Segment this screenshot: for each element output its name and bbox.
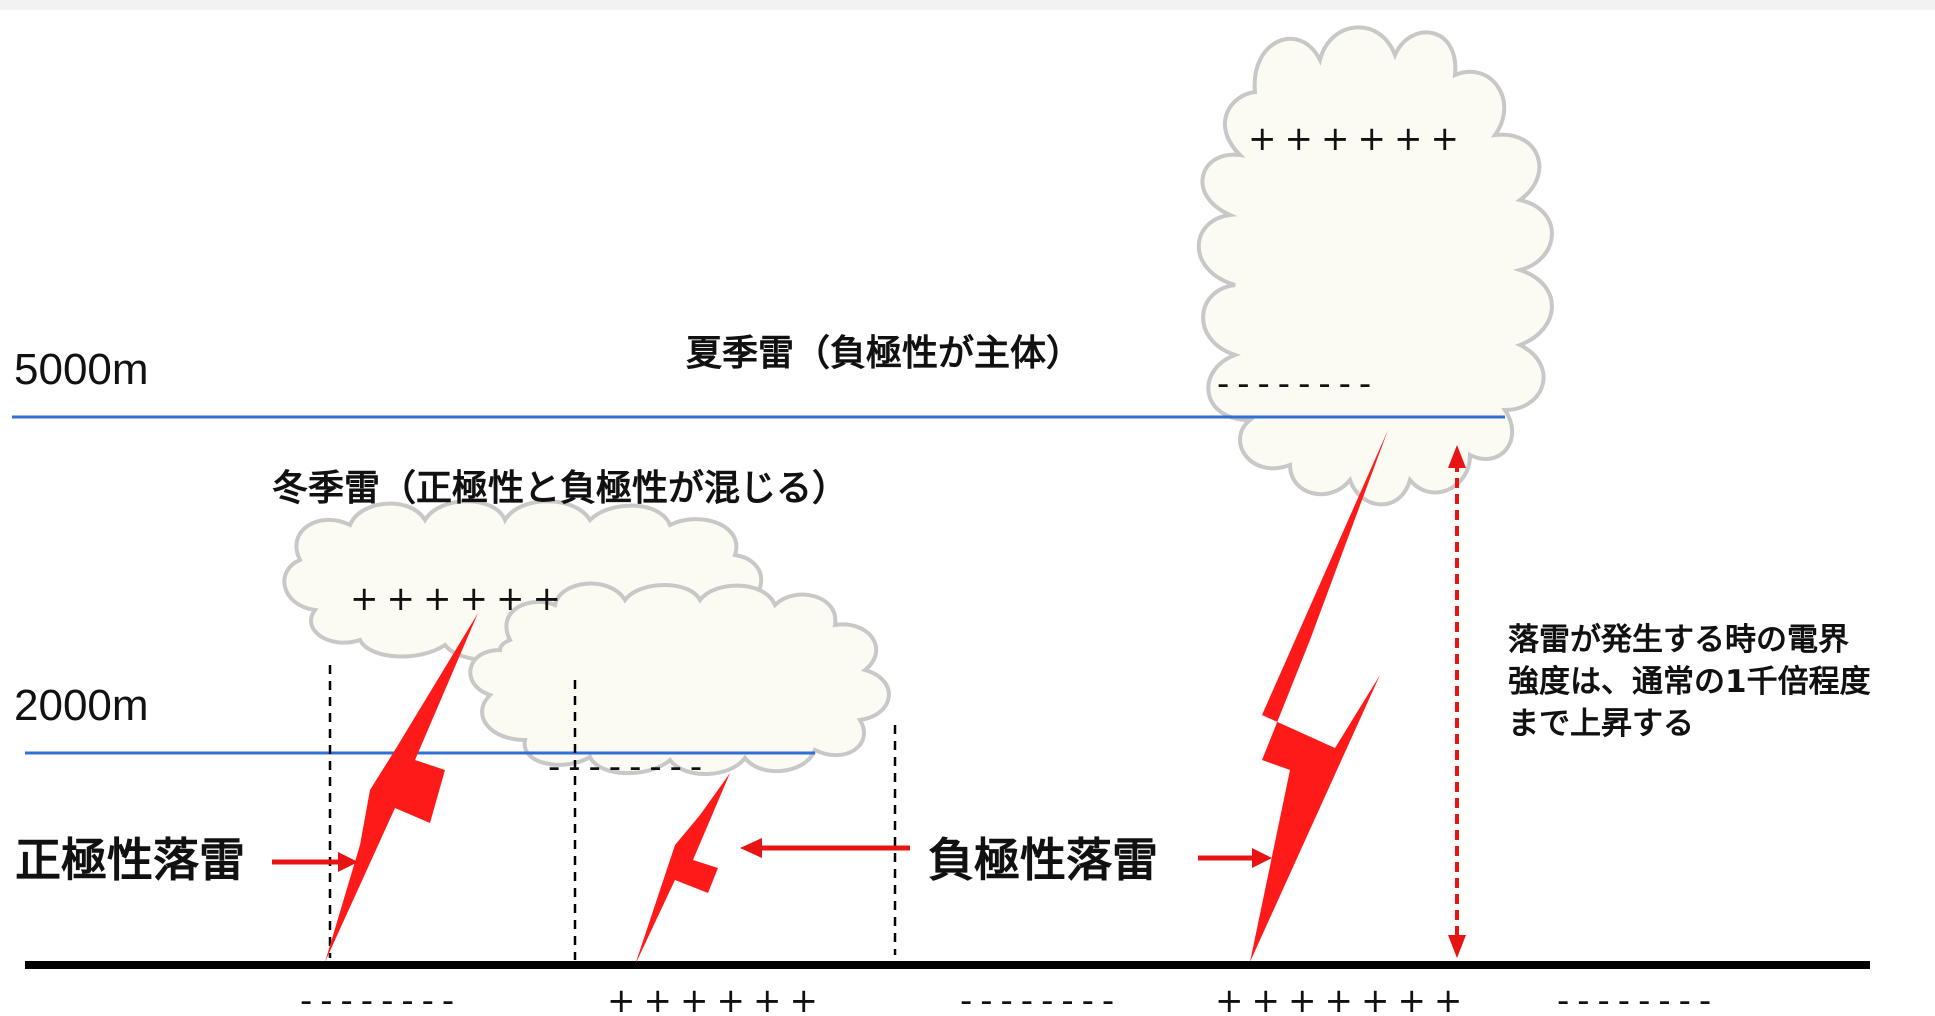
- ground-charge-1: --------: [300, 981, 462, 1016]
- ground-charge-5: --------: [1557, 981, 1719, 1016]
- winter-lightning-title: 冬季雷（正極性と負極性が混じる）: [272, 468, 848, 509]
- winter-cloud-positive-charge: ++++++: [350, 579, 569, 619]
- negative-strike-arrow-right: [1198, 848, 1272, 868]
- svg-text:まで上昇する: まで上昇する: [1508, 706, 1694, 742]
- positive-strike-arrow: [272, 852, 358, 872]
- altitude-label-5000: 5000m: [14, 345, 149, 394]
- negative-lightning-bolt-large: [1250, 430, 1388, 962]
- altitude-label-2000: 2000m: [14, 681, 149, 730]
- top-band: [0, 0, 1935, 10]
- positive-strike-label: 正極性落雷: [15, 833, 245, 887]
- guide-lines: [328, 665, 897, 960]
- negative-lightning-bolt-small: [635, 773, 730, 965]
- ground-charge-4: +++++++: [1215, 981, 1470, 1016]
- winter-cloud-negative-charge: --------: [548, 747, 710, 787]
- summer-cloud: [1196, 25, 1554, 507]
- summer-lightning-title: 夏季雷（負極性が主体）: [686, 333, 1082, 374]
- field-strength-height-arrow: [1448, 445, 1466, 958]
- positive-lightning-bolt: [325, 613, 478, 962]
- summer-cloud-positive-charge: ++++++: [1248, 119, 1467, 159]
- svg-text:強度は、通常の1千倍程度: 強度は、通常の1千倍程度: [1508, 664, 1871, 700]
- summer-cloud-negative-charge: --------: [1217, 364, 1379, 404]
- svg-text:落雷が発生する時の電界: 落雷が発生する時の電界: [1508, 622, 1849, 658]
- field-strength-note: 落雷が発生する時の電界 強度は、通常の1千倍程度 まで上昇する: [1508, 622, 1871, 742]
- negative-strike-arrow-left: [740, 838, 910, 858]
- winter-cloud-right: [468, 581, 891, 776]
- negative-strike-label: 負極性落雷: [928, 833, 1158, 887]
- ground-charge-3: --------: [960, 981, 1122, 1016]
- ground-charge-2: ++++++: [607, 981, 826, 1016]
